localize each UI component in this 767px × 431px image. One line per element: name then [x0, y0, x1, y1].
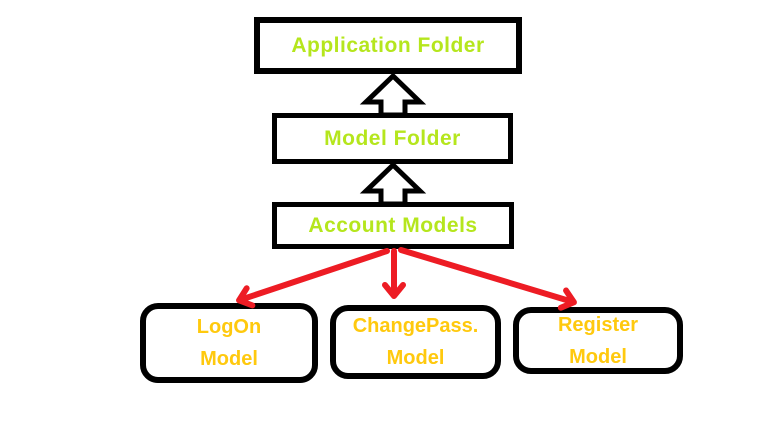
red-arrow-to-logon-model	[236, 248, 390, 309]
up-block-arrow-icon	[359, 161, 427, 207]
changepass-model-label-line1: ChangePass.	[352, 315, 479, 337]
red-arrow-to-register-model	[398, 247, 577, 311]
node-model-folder: Model Folder	[272, 113, 513, 164]
node-logon-model: LogOn Model	[140, 303, 318, 383]
logon-model-label-line1: LogOn	[196, 316, 262, 338]
node-application-folder: Application Folder	[254, 17, 522, 74]
node-register-model: Register Model	[513, 307, 683, 374]
application-folder-label: Application Folder	[291, 33, 485, 57]
logon-model-label-line2: Model	[200, 348, 258, 370]
model-folder-label: Model Folder	[324, 126, 461, 150]
register-model-label-line2: Model	[569, 345, 627, 368]
account-models-label: Account Models	[308, 213, 478, 237]
up-block-arrow-icon	[359, 72, 427, 118]
changepass-model-label-line2: Model	[386, 347, 445, 369]
register-model-label-line1: Register	[557, 313, 639, 336]
node-changepass-model: ChangePass. Model	[330, 305, 501, 379]
node-account-models: Account Models	[272, 202, 514, 249]
